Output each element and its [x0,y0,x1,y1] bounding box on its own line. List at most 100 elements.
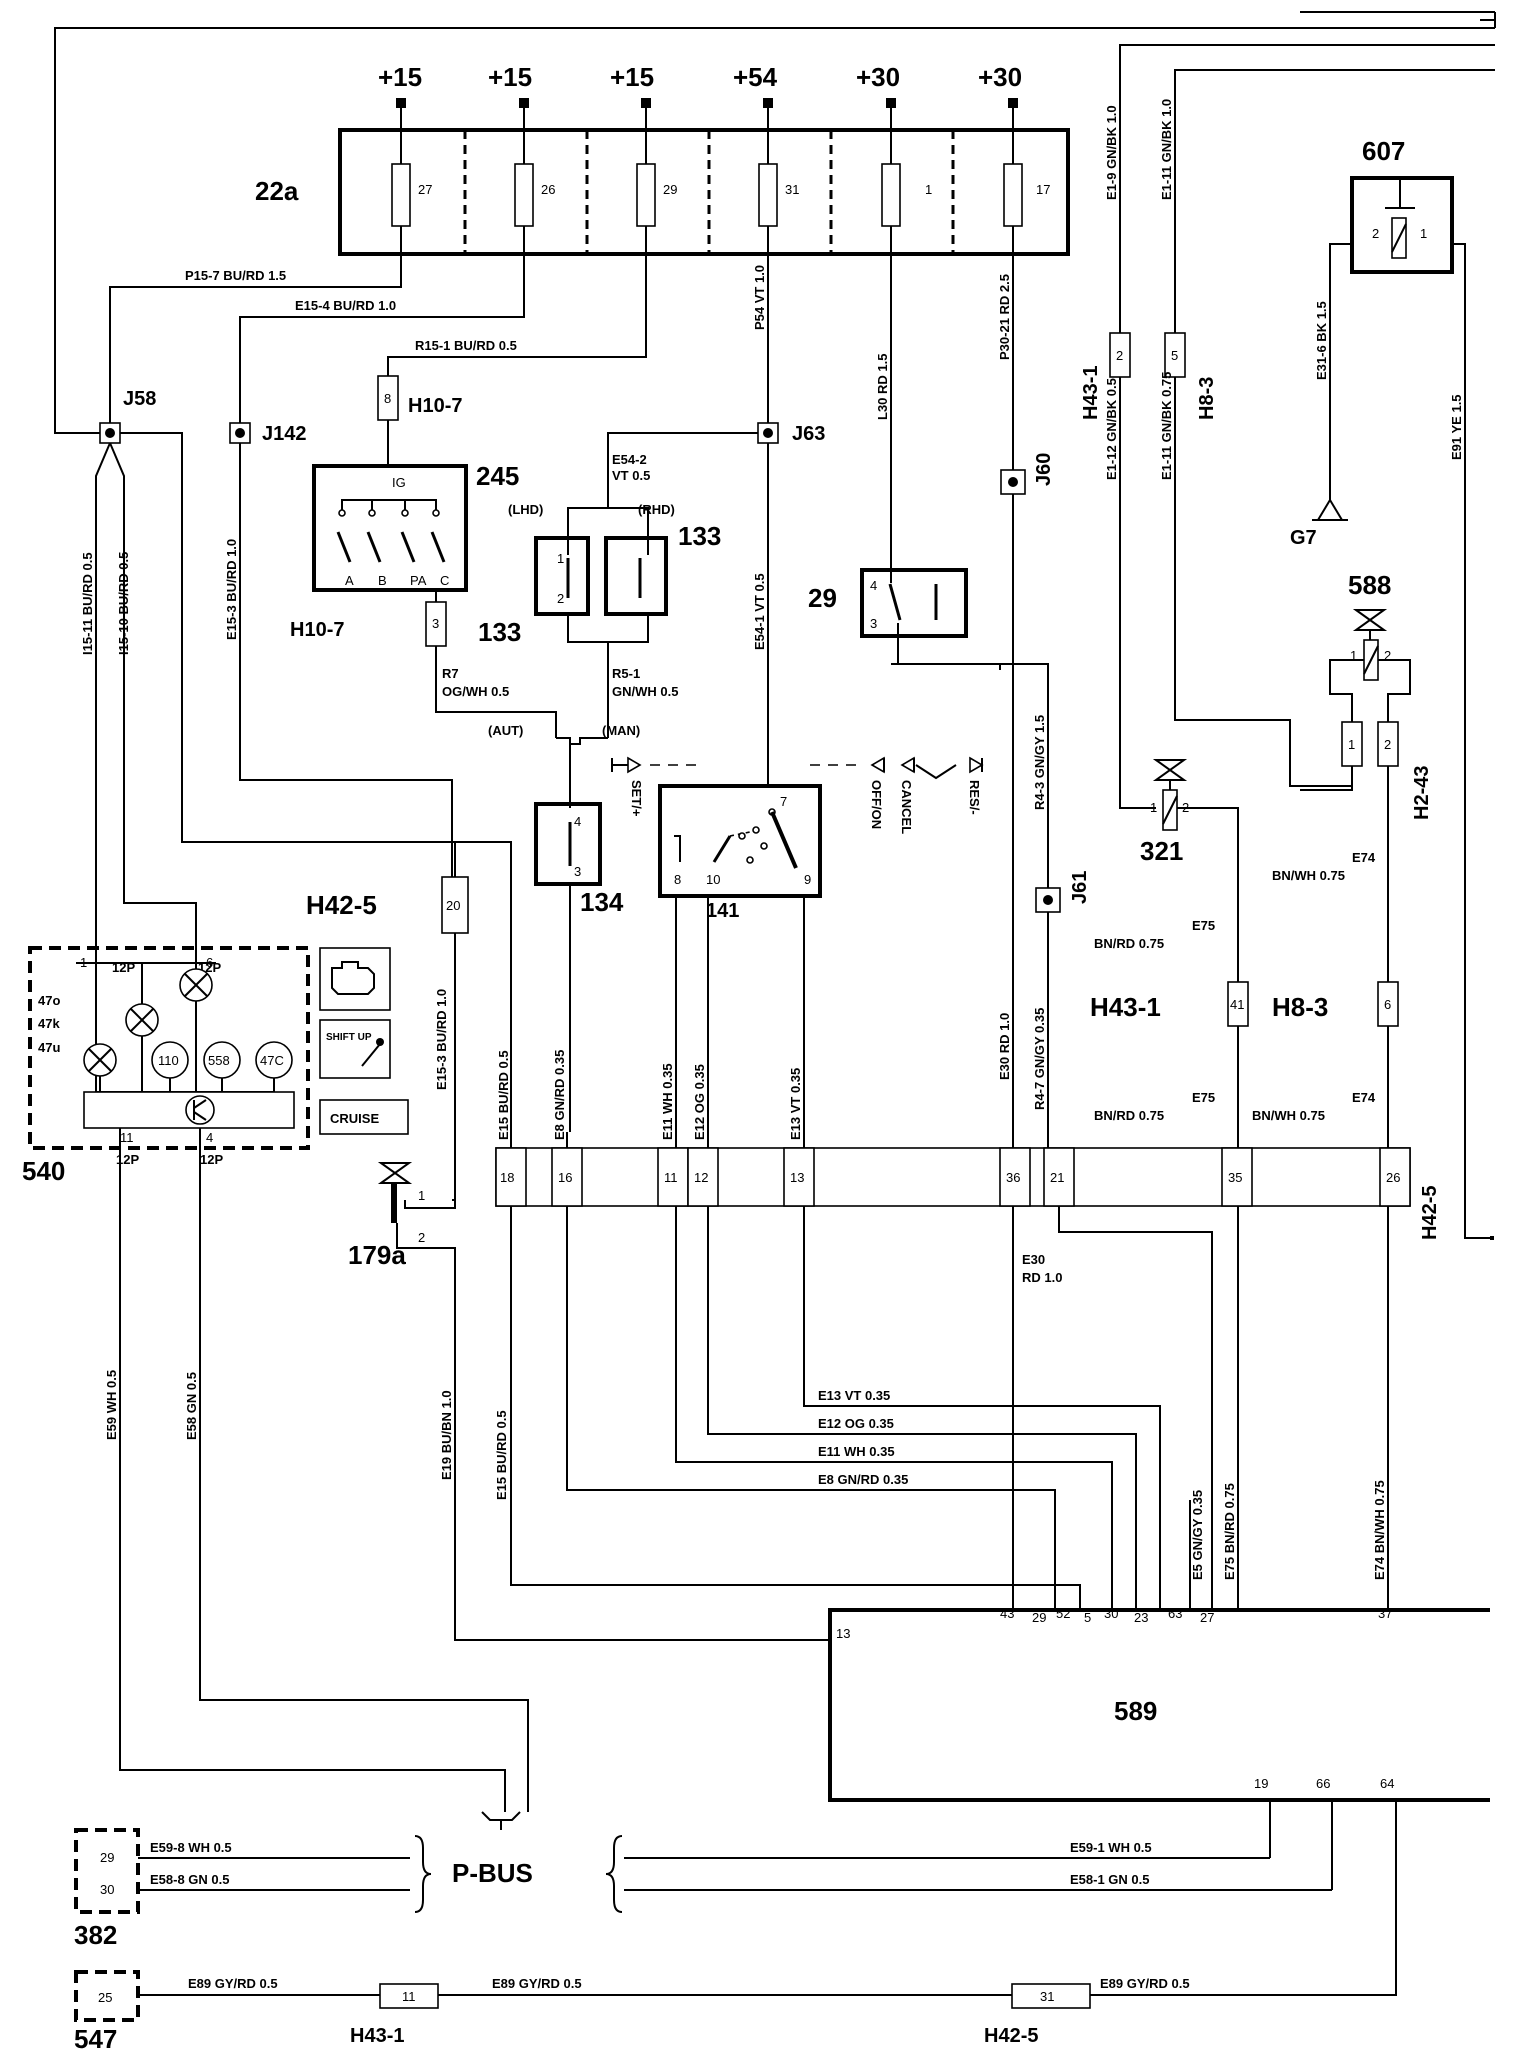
svg-text:3: 3 [432,616,439,631]
wire-label: E15-3 BU/RD 1.0 [224,539,239,640]
connector-label: H10-7 [290,619,344,641]
svg-text:29: 29 [100,1850,114,1865]
lamp-label: 47k [38,1016,60,1031]
wire-label: E1-11 GN/BK 0.75 [1159,372,1174,480]
svg-text:18: 18 [500,1170,514,1185]
component-29-134: L30 RD 1.5 4 3 29 4 3 134 [534,254,1001,1132]
fuse-number: 1 [925,182,932,197]
wire-label: BN/WH 0.75 [1272,868,1345,883]
svg-text:13: 13 [790,1170,804,1185]
svg-text:A: A [345,573,354,588]
junctions-j60-j61: P30-21 RD 2.5 J60 E30 RD 1.0 R4-3 GN/GY … [997,254,1091,1132]
svg-text:1: 1 [1348,737,1355,752]
svg-text:1: 1 [1350,648,1357,663]
svg-text:9: 9 [804,872,811,887]
wire-label: E54-2 [612,452,647,467]
svg-text:41: 41 [1230,997,1244,1012]
connector-label: H42-5 [1419,1186,1441,1240]
svg-text:5: 5 [1171,348,1178,363]
wire-label: E31-6 BK 1.5 [1314,301,1329,380]
connector-label: H43-1 [1080,366,1102,420]
svg-text:(LHD): (LHD) [508,502,543,517]
component-607 [1350,176,1454,274]
svg-text:13: 13 [836,1626,850,1641]
svg-text:43: 43 [1000,1606,1014,1621]
wire-label: E15-4 BU/RD 1.0 [295,298,396,313]
connector-h42-5-bank: 18 16 11 12 13 36 21 35 26 H42-5 E15 BU/… [455,841,1441,1610]
svg-text:4: 4 [206,1130,213,1145]
wire-label: E89 GY/RD 0.5 [1100,1976,1190,1991]
component-label: 321 [1140,836,1183,866]
wire-label: E15-3 BU/RD 1.0 [434,989,449,1090]
wire-label: E5 GN/GY 0.35 [1190,1490,1205,1580]
svg-text:8: 8 [674,872,681,887]
connector-pin-11 [657,1147,689,1207]
wire-label: OG/WH 0.5 [442,684,509,699]
svg-text:31: 31 [1040,1989,1054,2004]
fuse-17: +30 17 [978,62,1050,254]
svg-text:1: 1 [1150,800,1157,815]
svg-text:6: 6 [1384,997,1391,1012]
component-382 [74,1828,140,1914]
warning-lamp-icon [125,1003,159,1037]
wire-label: E58-8 GN 0.5 [150,1872,230,1887]
wire-label: E74 [1352,1090,1376,1105]
svg-text:PA: PA [410,573,427,588]
svg-text:2: 2 [1372,226,1379,241]
switch-29 [860,568,968,638]
wire-label: E59 WH 0.5 [104,1370,119,1440]
p-bus-wiring: 29 30 382 E59-8 WH 0.5 E58-8 GN 0.5 P-BU… [74,1800,1397,2050]
wire-label: E1-9 GN/BK 1.0 [1104,105,1119,200]
svg-text:(RHD): (RHD) [638,502,675,517]
connector-h42-5-bottom [1011,1983,1091,2009]
wire-label: E58 GN 0.5 [184,1372,199,1440]
svg-text:1: 1 [418,1188,425,1203]
connector-pin-36 [999,1147,1031,1207]
svg-text:B: B [378,573,387,588]
svg-text:16: 16 [558,1170,572,1185]
svg-text:26: 26 [1386,1170,1400,1185]
fuse-29: +15 29 [610,62,677,254]
connector-pin-18 [495,1147,527,1207]
wire-label: L30 RD 1.5 [875,354,890,420]
component-589-module: 589 13 43 29 52 5 30 23 63 27 37 19 66 6… [828,1606,1490,1802]
wire-label: E75 BN/RD 0.75 [1222,1483,1237,1580]
cruise-icon [319,1099,409,1135]
fuse-26: +15 26 [488,62,555,254]
wire-label: R5-1 [612,666,640,681]
svg-text:3: 3 [870,616,877,631]
svg-text:4: 4 [870,578,877,593]
junction-label: J142 [262,423,307,445]
switch-134 [534,802,602,886]
svg-text:29: 29 [1032,1610,1046,1625]
p-bus-label: P-BUS [452,1858,533,1888]
wire-label: E74 [1352,850,1376,865]
fuse-number: 27 [418,182,432,197]
svg-text:RES/-: RES/- [967,780,982,815]
component-label: 133 [678,521,721,551]
shift-up-icon [319,1019,391,1079]
component-133-switches: E54-2 VT 0.5 (LHD) (RHD) 1 2 133 133 R5-… [478,432,768,808]
wire-label: VT 0.5 [612,468,650,483]
svg-text:CANCEL: CANCEL [899,780,914,834]
svg-text:35: 35 [1228,1170,1242,1185]
svg-text:OFF/ON: OFF/ON [869,780,884,829]
wire-label: BN/WH 0.75 [1252,1108,1325,1123]
svg-text:66: 66 [1316,1776,1330,1791]
wire-label: E59-1 WH 0.5 [1070,1840,1152,1855]
fuse-number: 17 [1036,182,1050,197]
svg-text:(AUT): (AUT) [488,723,523,738]
component-label: 134 [580,887,624,917]
svg-text:36: 36 [1006,1170,1020,1185]
svg-text:10: 10 [706,872,720,887]
connector-label: H42-5 [984,2025,1038,2047]
svg-text:27: 27 [1200,1610,1214,1625]
wire-label: E1-11 GN/BK 1.0 [1159,99,1174,200]
component-label: 547 [74,2024,117,2050]
svg-text:558: 558 [208,1053,230,1068]
fuse-supply-label: +15 [488,62,532,92]
wire-label: E74 BN/WH 0.75 [1372,1480,1387,1580]
fuse-number: 26 [541,182,555,197]
component-label: 133 [478,617,521,647]
junction-label: J63 [792,423,825,445]
